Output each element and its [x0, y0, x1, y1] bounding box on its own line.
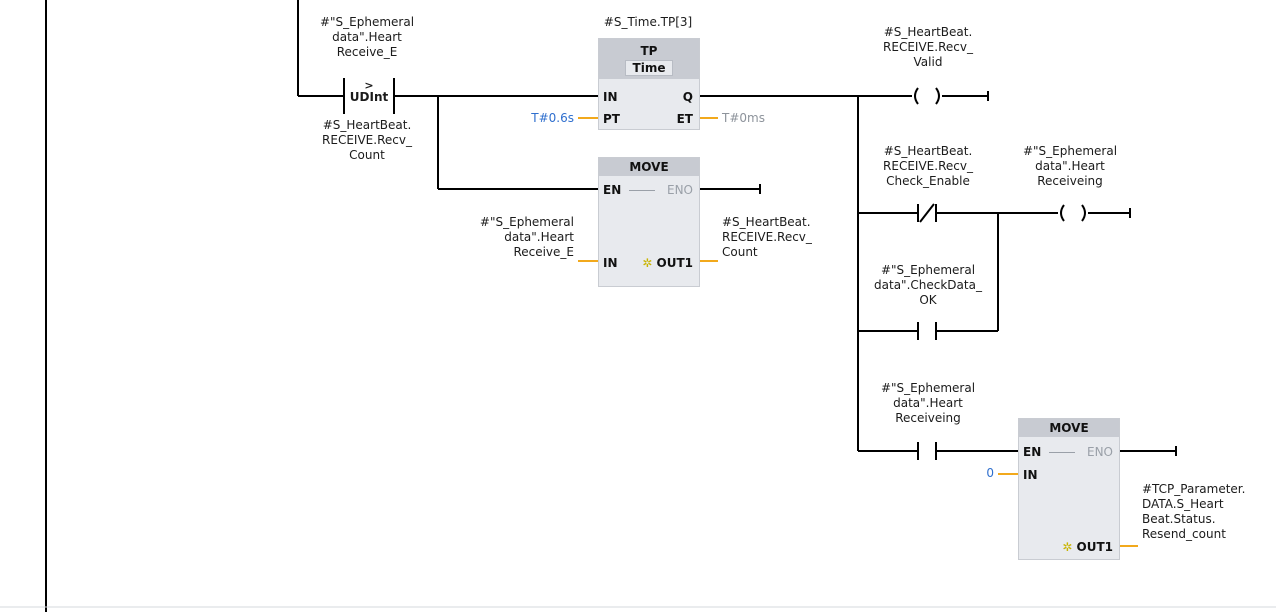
tp-pin-et: ET	[676, 112, 693, 126]
move2-pin-out: OUT1	[1076, 540, 1113, 554]
move-block-1[interactable]: MOVE EN ENO IN ✲ OUT1	[598, 157, 700, 287]
move1-pin-en: EN	[603, 183, 622, 197]
compare-operand-top[interactable]: #"S_Ephemeral data".Heart Receive_E	[319, 15, 415, 59]
no-contact-receiving-operand[interactable]: #"S_Ephemeral data".Heart Receiveing	[880, 381, 976, 425]
move1-out-operand[interactable]: #S_HeartBeat. RECEIVE.Recv_ Count	[722, 215, 812, 259]
compare-operand-bottom[interactable]: #S_HeartBeat. RECEIVE.Recv_ Count	[322, 118, 412, 162]
sparkle-icon: ✲	[642, 256, 653, 270]
tp-pin-in: IN	[603, 90, 618, 104]
tp-block-subtitle[interactable]: Time	[625, 60, 673, 76]
tp-timer-block[interactable]: TP Time IN Q PT ET	[598, 38, 700, 130]
tp-block-title: TP	[640, 44, 658, 58]
coil-valid-left	[914, 87, 919, 105]
move1-title: MOVE	[599, 158, 699, 176]
nc-contact-slash	[919, 203, 935, 223]
tp-pt-value[interactable]: T#0.6s	[531, 111, 574, 125]
move-block-2[interactable]: MOVE EN ENO IN ✲ OUT1	[1018, 418, 1120, 560]
coil-receiving-operand[interactable]: #"S_Ephemeral data".Heart Receiveing	[1022, 144, 1118, 188]
move2-pin-in: IN	[1023, 468, 1038, 482]
coil-valid-operand[interactable]: #S_HeartBeat. RECEIVE.Recv_ Valid	[883, 25, 973, 69]
move2-out-operand[interactable]: #TCP_Parameter. DATA.S_Heart Beat.Status…	[1142, 482, 1246, 541]
tp-pin-q: Q	[682, 90, 693, 104]
move1-in-operand[interactable]: #"S_Ephemeral data".Heart Receive_E	[479, 215, 574, 259]
tp-pin-pt: PT	[603, 112, 620, 126]
move2-pin-eno: ENO	[1086, 445, 1113, 459]
move1-pin-eno: ENO	[666, 183, 693, 197]
sparkle-icon: ✲	[1062, 540, 1073, 554]
tp-instance-name[interactable]: #S_Time.TP[3]	[603, 15, 693, 29]
move1-pin-out: OUT1	[656, 256, 693, 270]
compare-type[interactable]: UDInt	[349, 90, 389, 104]
coil-valid-right	[935, 87, 940, 105]
compare-operator: >	[364, 79, 374, 92]
move2-title: MOVE	[1019, 419, 1119, 437]
tp-et-value[interactable]: T#0ms	[722, 111, 765, 125]
nc-contact-operand[interactable]: #S_HeartBeat. RECEIVE.Recv_ Check_Enable	[883, 144, 973, 188]
move2-pin-en: EN	[1023, 445, 1042, 459]
move1-pin-in: IN	[603, 256, 618, 270]
move2-in-value[interactable]: 0	[986, 466, 994, 480]
no-contact-checkdata-operand[interactable]: #"S_Ephemeral data".CheckData_ OK	[874, 263, 982, 307]
